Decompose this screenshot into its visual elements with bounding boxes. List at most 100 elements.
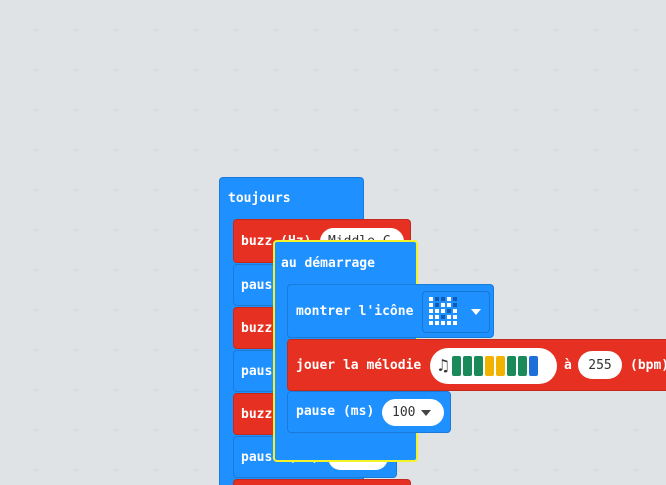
grid-cross (113, 387, 119, 393)
led-pixel (429, 297, 433, 301)
melody-note (507, 356, 517, 376)
grid-cross (593, 227, 599, 233)
pause-block[interactable]: pause (ms) 100 (287, 391, 451, 433)
grid-cross (553, 27, 559, 33)
grid-cross (233, 67, 239, 73)
grid-cross (113, 227, 119, 233)
grid-cross (353, 27, 359, 33)
grid-cross (353, 107, 359, 113)
led-pixel (447, 321, 451, 325)
play-melody-block[interactable]: jouer la mélodie ♫ à 255 (bpm) (287, 339, 666, 391)
pause-duration-dropdown[interactable]: 100 (382, 399, 444, 426)
grid-cross (73, 227, 79, 233)
grid-cross (113, 427, 119, 433)
grid-cross (193, 267, 199, 273)
grid-cross (313, 27, 319, 33)
grid-cross (633, 467, 639, 473)
grid-cross (513, 267, 519, 273)
grid-cross (273, 67, 279, 73)
grid-cross (633, 427, 639, 433)
grid-cross (633, 67, 639, 73)
grid-cross (33, 347, 39, 353)
grid-cross (33, 27, 39, 33)
grid-cross (513, 187, 519, 193)
grid-cross (313, 67, 319, 73)
buzz-stub-label-2: buzz (241, 321, 273, 336)
grid-cross (193, 107, 199, 113)
grid-cross (33, 227, 39, 233)
grid-cross (193, 227, 199, 233)
grid-cross (633, 267, 639, 273)
melody-notes-preview (452, 356, 539, 376)
melody-note (529, 356, 539, 376)
tempo-value: 255 (588, 357, 612, 373)
grid-cross (193, 467, 199, 473)
grid-cross (273, 147, 279, 153)
grid-cross (33, 147, 39, 153)
show-icon-block[interactable]: montrer l'icône (287, 284, 494, 338)
grid-cross (73, 267, 79, 273)
led-icon-preview (429, 297, 457, 325)
grid-cross (73, 347, 79, 353)
melody-note (518, 356, 528, 376)
grid-cross (513, 67, 519, 73)
grid-cross (33, 307, 39, 313)
grid-cross (113, 347, 119, 353)
at-label: à (564, 358, 572, 373)
melody-note (485, 356, 495, 376)
grid-cross (153, 307, 159, 313)
grid-cross (393, 147, 399, 153)
grid-cross (113, 67, 119, 73)
grid-cross (113, 107, 119, 113)
led-pixel (453, 315, 457, 319)
grid-cross (633, 227, 639, 233)
led-pixel (441, 303, 445, 307)
grid-cross (153, 427, 159, 433)
grid-cross (433, 67, 439, 73)
buzz-block-4[interactable] (233, 479, 411, 485)
tempo-input[interactable]: 255 (578, 351, 622, 379)
grid-cross (593, 267, 599, 273)
grid-cross (73, 187, 79, 193)
grid-cross (153, 187, 159, 193)
led-pixel (447, 303, 451, 307)
grid-cross (193, 147, 199, 153)
grid-cross (33, 387, 39, 393)
grid-cross (593, 27, 599, 33)
icon-picker-dropdown[interactable] (422, 291, 490, 333)
grid-cross (433, 227, 439, 233)
grid-cross (593, 467, 599, 473)
grid-cross (313, 147, 319, 153)
grid-cross (433, 267, 439, 273)
grid-cross (513, 147, 519, 153)
grid-cross (473, 187, 479, 193)
grid-cross (593, 147, 599, 153)
grid-cross (393, 67, 399, 73)
grid-cross (553, 67, 559, 73)
grid-cross (473, 267, 479, 273)
grid-cross (473, 27, 479, 33)
grid-cross (73, 107, 79, 113)
led-pixel (435, 297, 439, 301)
grid-cross (33, 267, 39, 273)
grid-cross (193, 387, 199, 393)
pause-stub-label-2: paus (241, 364, 273, 379)
grid-cross (193, 187, 199, 193)
pause-label: pause (ms) (296, 404, 375, 419)
led-pixel (429, 309, 433, 313)
melody-note (496, 356, 506, 376)
grid-cross (553, 107, 559, 113)
grid-cross (473, 107, 479, 113)
grid-cross (393, 187, 399, 193)
melody-editor-field[interactable]: ♫ (430, 348, 557, 384)
grid-cross (73, 147, 79, 153)
grid-cross (233, 107, 239, 113)
grid-cross (633, 147, 639, 153)
grid-cross (433, 467, 439, 473)
show-icon-label: montrer l'icône (296, 304, 414, 319)
grid-cross (473, 227, 479, 233)
grid-cross (553, 147, 559, 153)
grid-cross (33, 187, 39, 193)
grid-cross (513, 227, 519, 233)
